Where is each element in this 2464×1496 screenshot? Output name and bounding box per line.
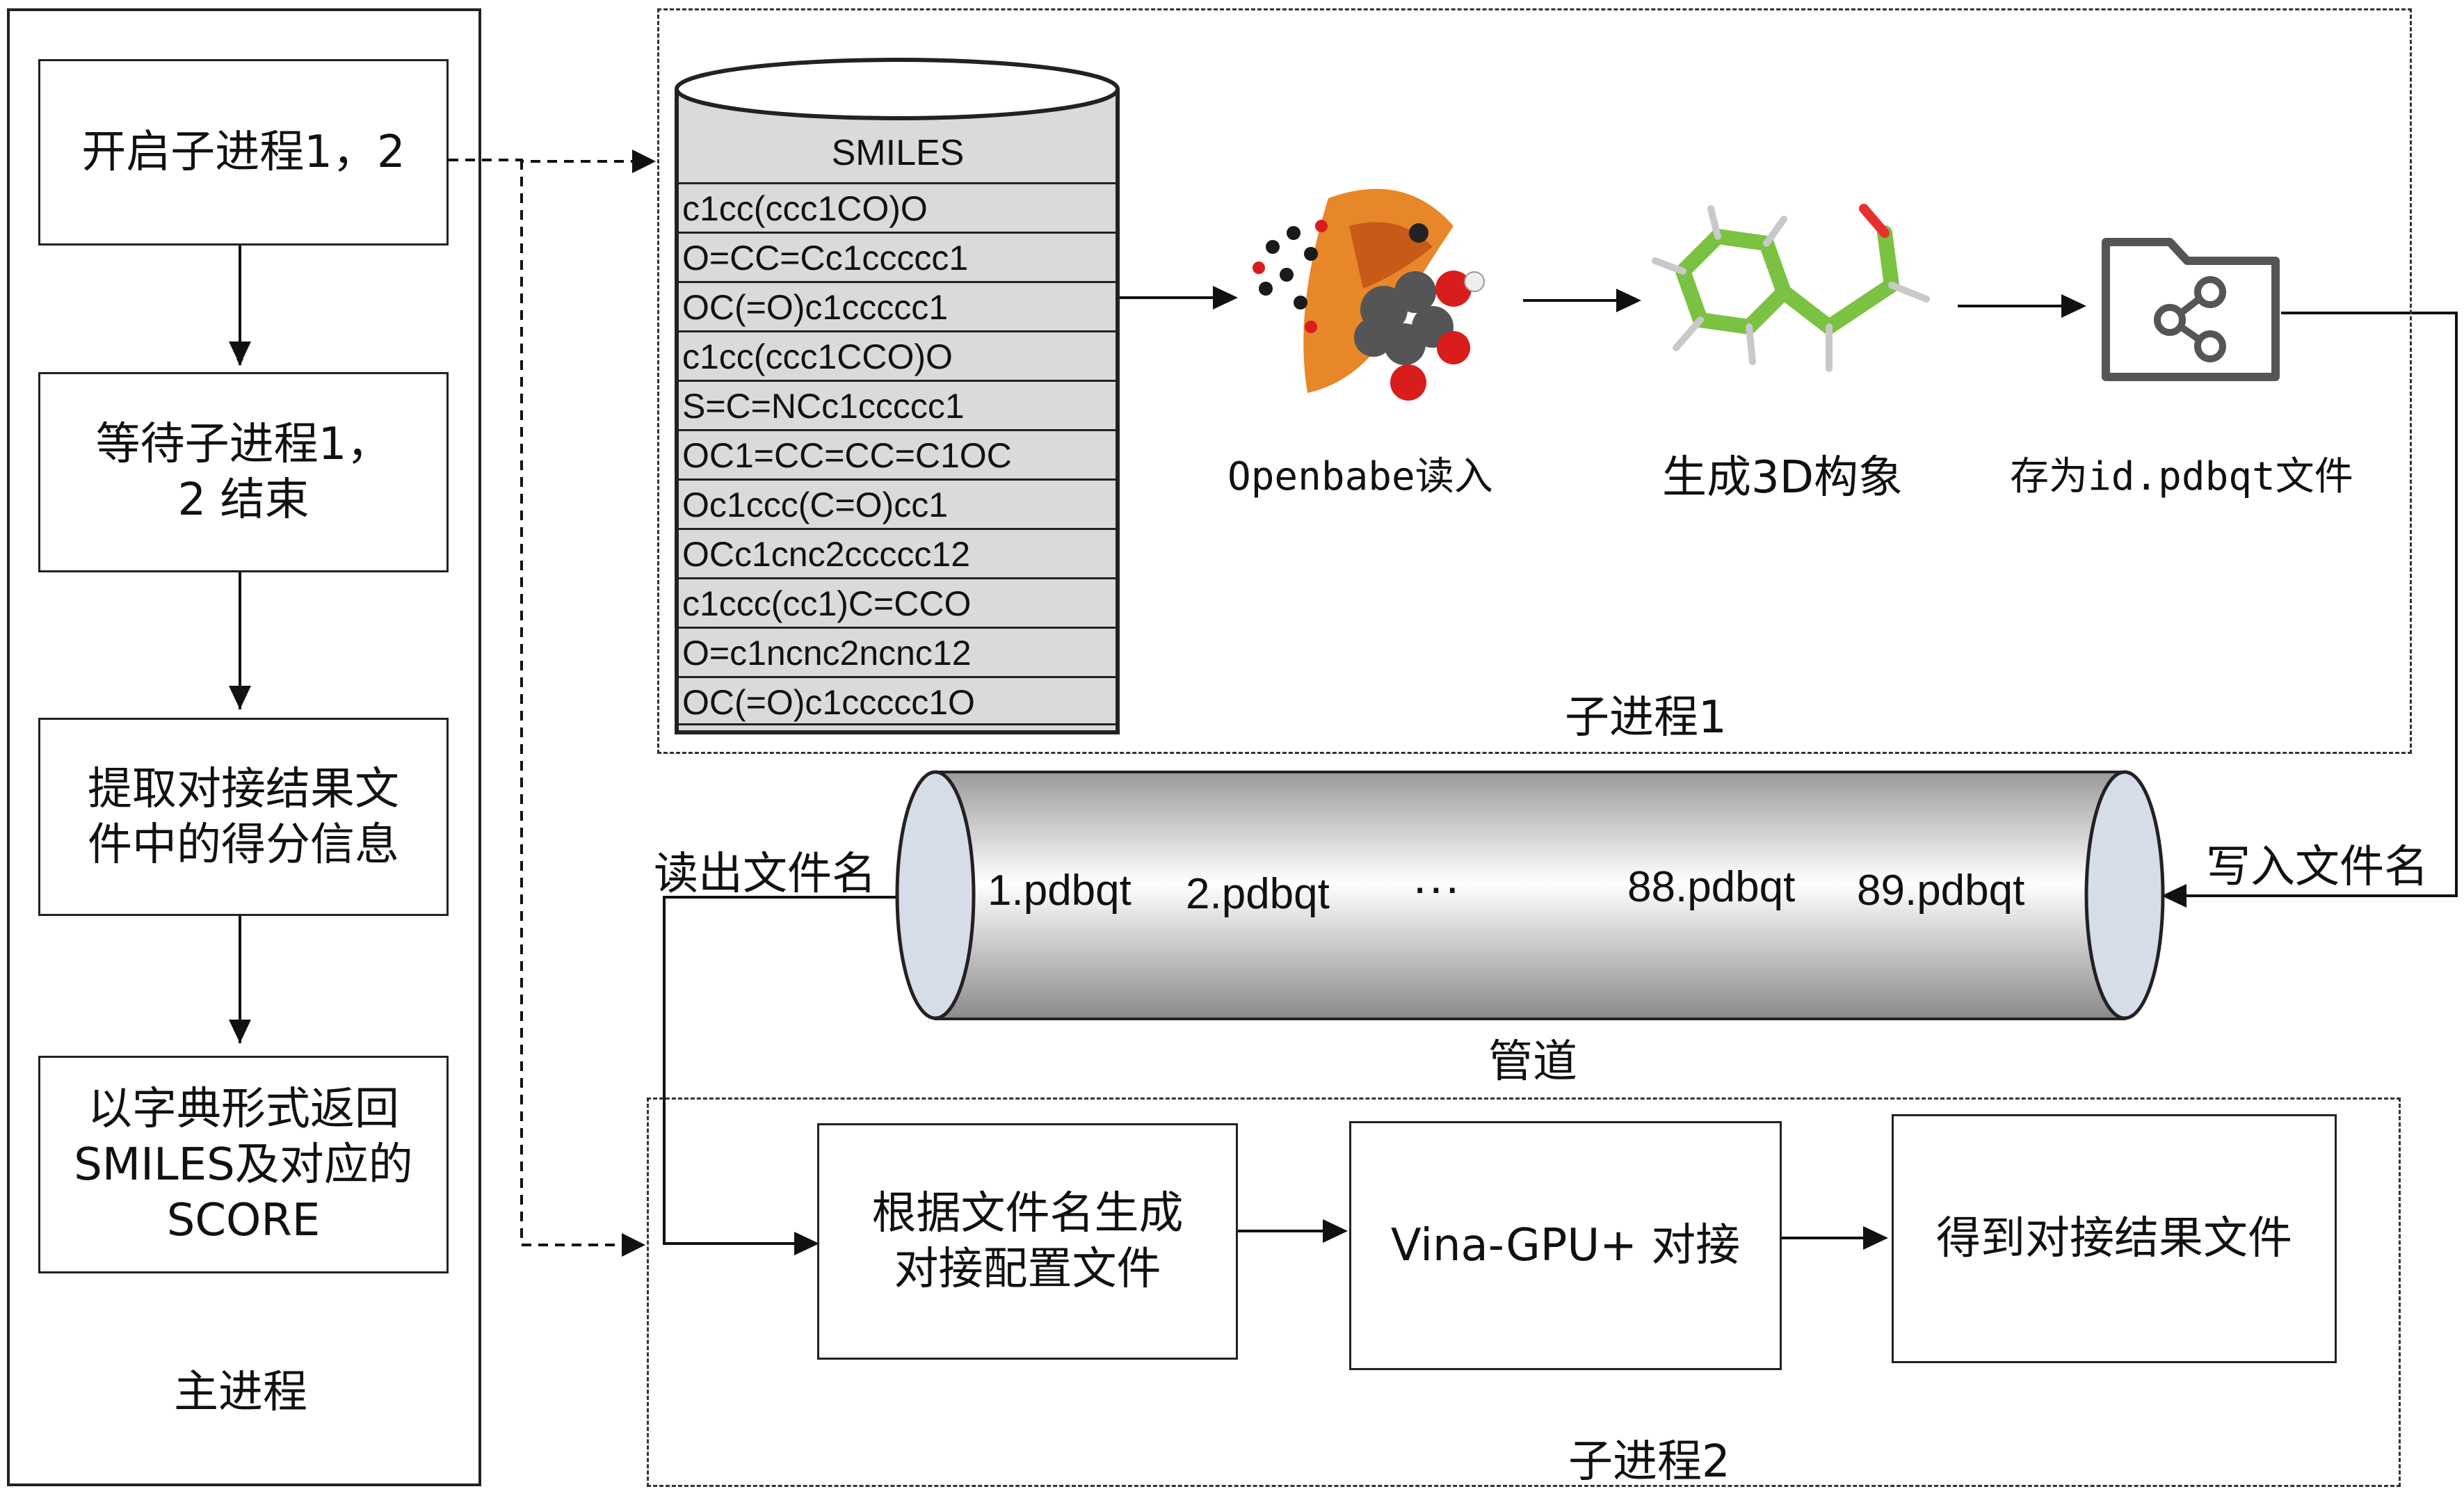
smiles-row: c1cc(ccc1CO)O: [678, 182, 1118, 232]
sub2-step-get-results: 得到对接结果文件: [1892, 1114, 2337, 1363]
subprocess1-container: [657, 8, 2412, 754]
sub2-step-generate-config: 根据文件名生成 对接配置文件: [817, 1123, 1238, 1360]
smiles-row: c1ccc(cc1)C=CCO: [678, 577, 1118, 627]
main-step-wait-subprocesses: 等待子进程1，2 结束: [38, 372, 449, 572]
arrowheads: [229, 150, 2187, 1257]
subprocess1-label: 子进程1: [1565, 692, 1727, 743]
write-filename-label: 写入文件名: [2206, 842, 2429, 893]
database-icon: [675, 58, 1120, 734]
smiles-header: SMILES: [831, 133, 965, 173]
label-openbabel-read: Openbabe读入: [1227, 454, 1493, 499]
pipe-label: 管道: [1488, 1036, 1577, 1088]
openbabel-molecule-icon: [1253, 188, 1485, 401]
smiles-row: OC(=O)c1ccccc1O: [678, 676, 1118, 725]
label-save-pdbqt: 存为id.pdbqt文件: [2010, 454, 2353, 499]
3d-molecule-icon: [1652, 204, 1930, 372]
subprocess2-container: [647, 1097, 2401, 1487]
main-step-return-dict: 以字典形式返回 SMILES及对应的 SCORE: [38, 1056, 449, 1273]
pipe-item: 1.pdbqt: [988, 867, 1132, 915]
folder-share-icon: [2102, 238, 2280, 381]
pipe-item: 88.pdbqt: [1627, 863, 1796, 911]
line-write-pipe: [2170, 312, 2458, 897]
dashed-to-subprocess2: [520, 160, 633, 1246]
pipe-item: 2.pdbqt: [1186, 870, 1330, 918]
smiles-row: Oc1ccc(C=O)cc1: [678, 478, 1118, 528]
smiles-row: OC(=O)c1ccccc1: [678, 281, 1118, 330]
line-read-pipe: [663, 896, 897, 1245]
read-filename-label: 读出文件名: [654, 848, 876, 900]
main-process-container: [7, 8, 481, 1486]
pipe-cylinder: [895, 770, 2165, 1020]
smiles-row: OCc1cnc2ccccc12: [678, 528, 1118, 577]
subprocess2-label: 子进程2: [1568, 1436, 1730, 1488]
smiles-row: O=c1ncnc2ncnc12: [678, 627, 1118, 676]
main-step-start-subprocesses: 开启子进程1，2: [38, 59, 449, 246]
pipe-item-ellipsis: ···: [1412, 860, 1460, 914]
smiles-row: OC1=CC=CC=C1OC: [678, 429, 1118, 478]
main-step-extract-scores: 提取对接结果文件中的得分信息: [38, 718, 449, 916]
main-process-label: 主进程: [174, 1367, 307, 1418]
smiles-row: S=C=NCc1ccccc1: [678, 380, 1118, 429]
pipe-item: 89.pdbqt: [1857, 867, 2025, 915]
sub2-step-vina-docking: Vina-GPU+ 对接: [1349, 1121, 1782, 1370]
smiles-row: c1cc(ccc1CCO)O: [678, 330, 1118, 380]
label-generate-3d: 生成3D构象: [1662, 452, 1903, 504]
smiles-row: O=CC=Cc1ccccc1: [678, 232, 1118, 281]
